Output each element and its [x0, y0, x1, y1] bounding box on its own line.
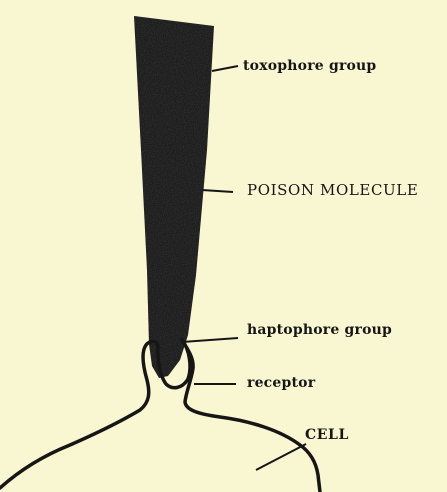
cell-leader-line	[256, 444, 306, 470]
toxophore-group-label: toxophore group	[243, 59, 376, 73]
cell-membrane	[0, 340, 320, 492]
toxophore-leader-line	[212, 66, 238, 71]
poison-molecule-label: POISON MOLECULE	[247, 183, 418, 198]
receptor-label: receptor	[247, 376, 315, 390]
cell-label: CELL	[305, 428, 349, 442]
poison-molecule-texture	[134, 16, 214, 378]
poison-molecule-leader-line	[202, 190, 233, 192]
haptophore-leader-line	[182, 338, 238, 342]
haptophore-group-label: haptophore group	[247, 323, 392, 337]
